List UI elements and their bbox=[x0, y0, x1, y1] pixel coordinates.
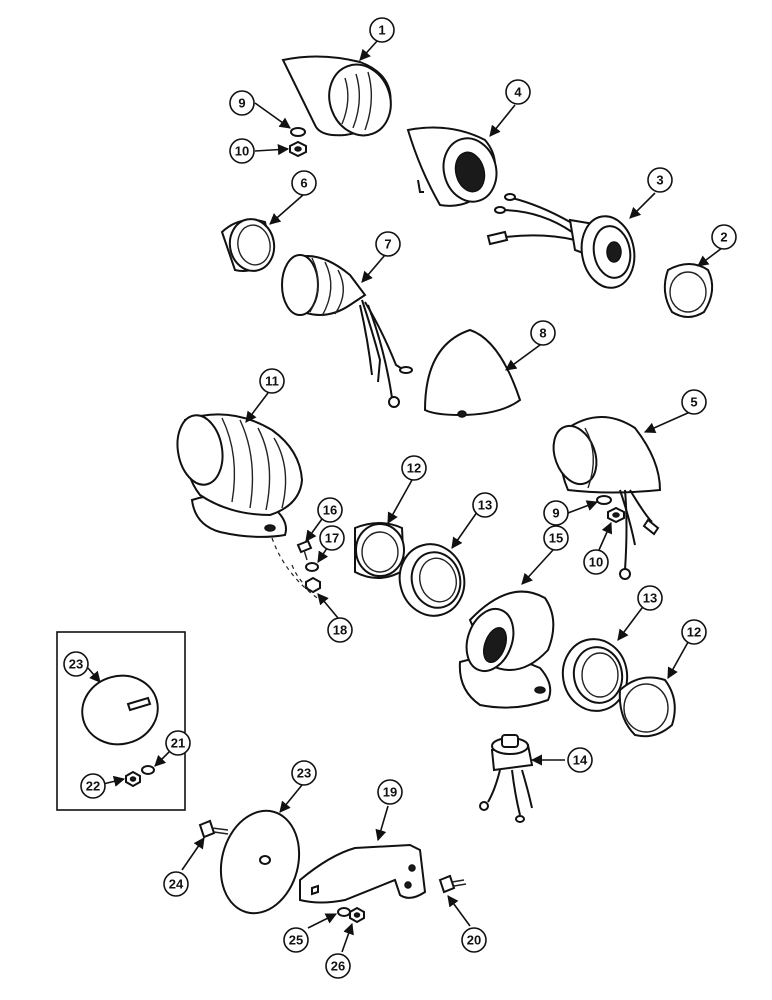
part-8-dome-shell bbox=[423, 328, 522, 418]
part-5-lamp-housing bbox=[552, 416, 662, 580]
part-7-ribbed-lamp bbox=[281, 254, 413, 408]
callout-21: 21 bbox=[165, 730, 191, 756]
assembly-dash-line bbox=[291, 564, 319, 596]
callout-9: 9 bbox=[229, 90, 255, 116]
part-14-socket bbox=[479, 734, 534, 823]
part-6-ring-bezel bbox=[220, 218, 276, 272]
svg-text:9: 9 bbox=[552, 506, 559, 521]
callout-10: 10 bbox=[583, 549, 609, 575]
part-10-nut-right bbox=[607, 506, 625, 524]
part-22-nut-inset bbox=[125, 770, 141, 788]
part-12-lens-cap-lower bbox=[618, 676, 676, 738]
callout-12: 12 bbox=[681, 619, 707, 645]
svg-text:1: 1 bbox=[378, 23, 385, 38]
part-4-cone-housing bbox=[406, 126, 498, 207]
part-13-thick-ring-upper bbox=[398, 543, 466, 617]
part-12-ring-upper bbox=[354, 522, 406, 579]
callout-9: 9 bbox=[543, 500, 569, 526]
callout-2: 2 bbox=[711, 224, 737, 250]
callout-26: 26 bbox=[325, 953, 351, 979]
svg-text:23: 23 bbox=[297, 766, 311, 781]
callout-4: 4 bbox=[505, 79, 531, 105]
svg-text:9: 9 bbox=[238, 96, 245, 111]
part-23-disc-inset bbox=[81, 674, 159, 746]
svg-text:17: 17 bbox=[325, 531, 339, 546]
part-20-bolt bbox=[438, 874, 467, 894]
callout-22: 22 bbox=[80, 773, 106, 799]
callout-17: 17 bbox=[319, 525, 345, 551]
svg-text:3: 3 bbox=[656, 173, 663, 188]
callout-1: 1 bbox=[369, 17, 395, 43]
svg-text:10: 10 bbox=[589, 555, 603, 570]
part-1-lamp-housing bbox=[281, 55, 392, 137]
svg-text:12: 12 bbox=[407, 461, 421, 476]
callout-16: 16 bbox=[317, 497, 343, 523]
svg-text:18: 18 bbox=[333, 623, 347, 638]
svg-text:25: 25 bbox=[289, 933, 303, 948]
svg-text:10: 10 bbox=[235, 144, 249, 159]
callout-6: 6 bbox=[291, 170, 317, 196]
svg-text:4: 4 bbox=[514, 85, 522, 100]
svg-text:16: 16 bbox=[323, 503, 337, 518]
callout-13: 13 bbox=[637, 585, 663, 611]
svg-text:20: 20 bbox=[467, 933, 481, 948]
part-21-washer-inset bbox=[141, 765, 155, 775]
leader-lines bbox=[87, 39, 723, 953]
svg-text:22: 22 bbox=[86, 779, 100, 794]
part-11-lamp-on-bracket bbox=[176, 413, 304, 538]
callout-15: 15 bbox=[543, 525, 569, 551]
svg-text:8: 8 bbox=[539, 326, 546, 341]
svg-text:14: 14 bbox=[573, 753, 588, 768]
part-25-washer bbox=[337, 907, 351, 917]
svg-text:12: 12 bbox=[687, 625, 701, 640]
part-24-bolt bbox=[198, 819, 229, 839]
part-23-disc bbox=[219, 809, 301, 915]
callout-11: 11 bbox=[259, 368, 285, 394]
svg-text:2: 2 bbox=[720, 230, 727, 245]
callout-3: 3 bbox=[647, 167, 673, 193]
svg-text:15: 15 bbox=[549, 531, 563, 546]
part-9-washer-right bbox=[596, 495, 612, 505]
part-16-screw bbox=[296, 539, 313, 561]
callout-23: 23 bbox=[63, 651, 89, 677]
part-2-lens-cap bbox=[663, 263, 714, 318]
part-26-nut bbox=[349, 906, 365, 924]
part-17-washer bbox=[305, 562, 319, 572]
svg-text:23: 23 bbox=[69, 657, 83, 672]
svg-text:7: 7 bbox=[384, 237, 391, 252]
part-10-nut-top bbox=[289, 140, 307, 158]
callout-25: 25 bbox=[283, 927, 309, 953]
svg-text:13: 13 bbox=[478, 498, 492, 513]
part-3-socket-assembly bbox=[486, 193, 636, 289]
inset-frame bbox=[56, 631, 186, 811]
svg-text:13: 13 bbox=[643, 591, 657, 606]
svg-text:5: 5 bbox=[690, 395, 697, 410]
callout-8: 8 bbox=[530, 320, 556, 346]
part-13-thick-ring-lower bbox=[561, 638, 629, 712]
callout-20: 20 bbox=[461, 927, 487, 953]
callout-12: 12 bbox=[401, 455, 427, 481]
part-9-washer-top bbox=[290, 127, 306, 137]
callouts: 1 9 10 4 3 2 6 7 8 11 5 9 10 12 13 16 17… bbox=[63, 17, 737, 979]
svg-text:26: 26 bbox=[331, 959, 345, 974]
callout-23: 23 bbox=[291, 760, 317, 786]
svg-text:11: 11 bbox=[265, 374, 279, 389]
part-19-bracket bbox=[299, 843, 427, 904]
callout-24: 24 bbox=[163, 871, 189, 897]
part-18-nut bbox=[305, 576, 321, 594]
callout-19: 19 bbox=[377, 779, 403, 805]
callout-10: 10 bbox=[229, 138, 255, 164]
callout-18: 18 bbox=[327, 617, 353, 643]
part-15-cylinder-housing bbox=[458, 590, 555, 709]
svg-text:6: 6 bbox=[300, 176, 307, 191]
callout-13: 13 bbox=[472, 492, 498, 518]
callout-14: 14 bbox=[567, 747, 593, 773]
svg-text:19: 19 bbox=[383, 785, 397, 800]
callout-7: 7 bbox=[375, 231, 401, 257]
svg-text:21: 21 bbox=[171, 736, 185, 751]
callout-5: 5 bbox=[681, 389, 707, 415]
svg-text:24: 24 bbox=[169, 877, 184, 892]
